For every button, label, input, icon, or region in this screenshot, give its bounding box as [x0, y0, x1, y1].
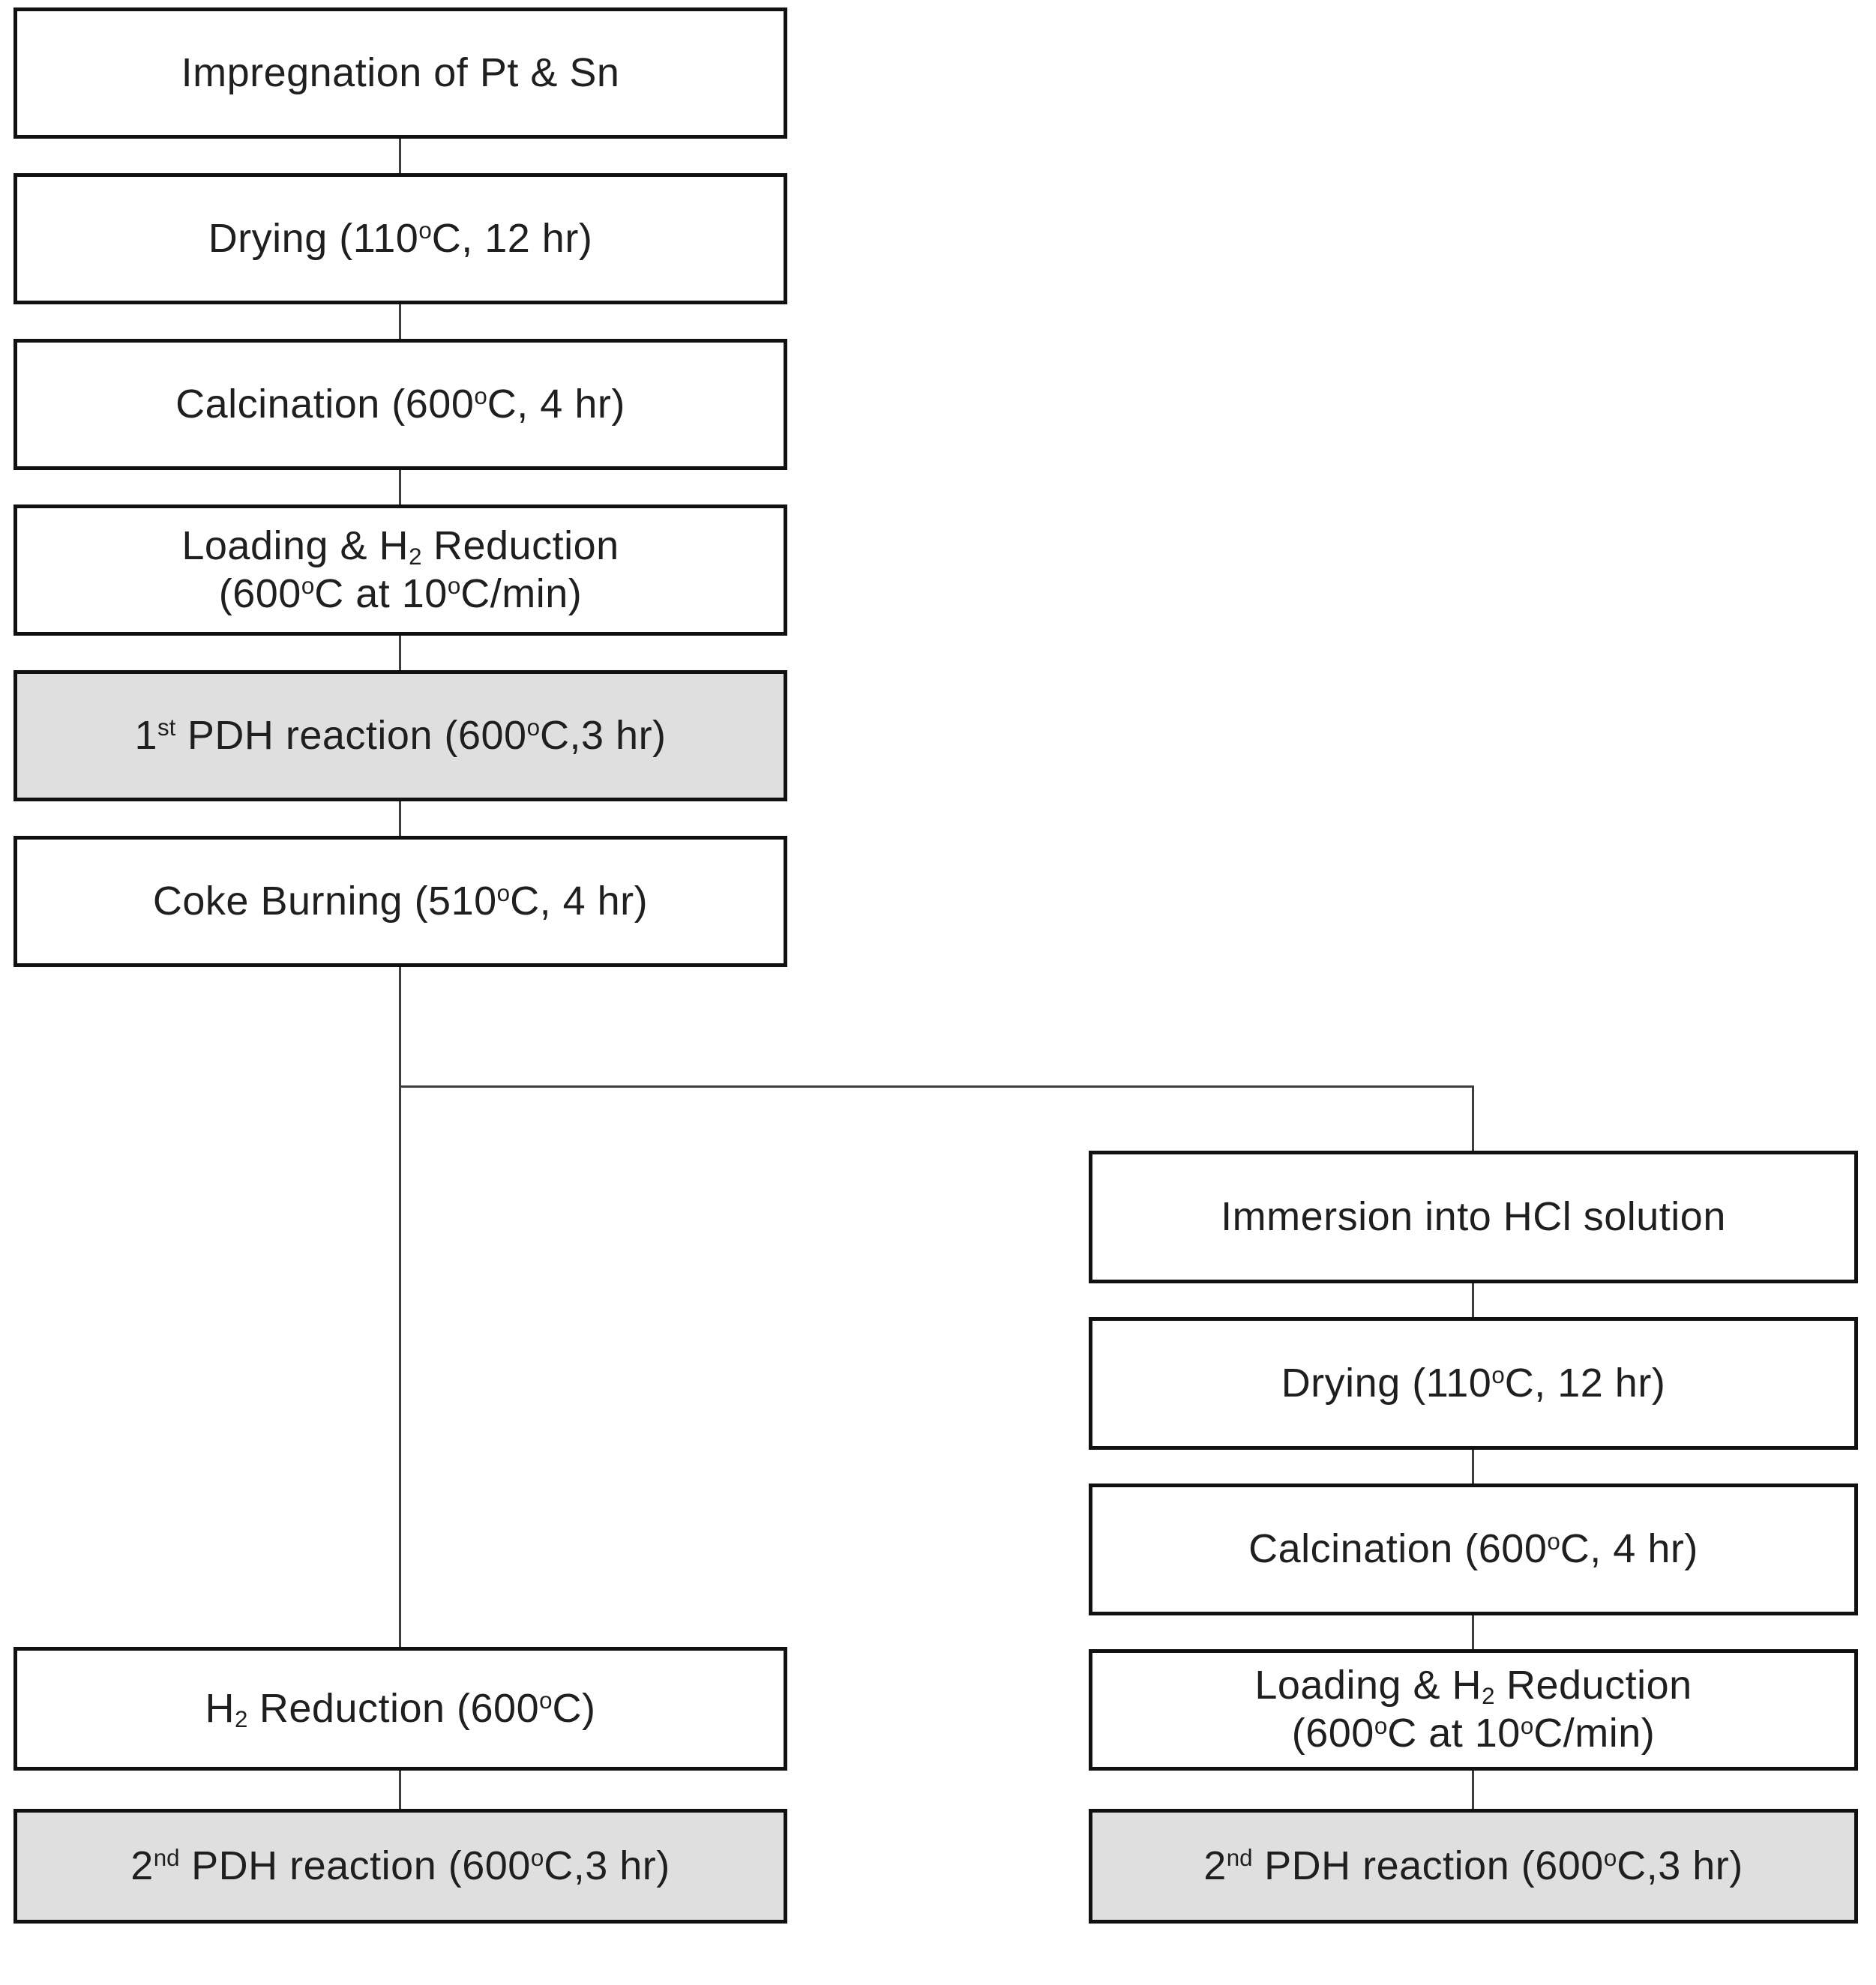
flow-box-label: Calcination (600oC, 4 hr): [175, 381, 625, 427]
connector-vertical: [399, 304, 401, 339]
flow-box-label: Loading & H2 Reduction(600oC at 10oC/min…: [1254, 1663, 1692, 1756]
flow-box-label: 2nd PDH reaction (600oC,3 hr): [130, 1843, 670, 1888]
flow-box-label: Coke Burning (510oC, 4 hr): [152, 878, 649, 924]
flow-box-label: H2 Reduction (600oC): [205, 1685, 596, 1732]
flow-box-impregnation: Impregnation of Pt & Sn: [13, 7, 787, 139]
flow-box-label: 2nd PDH reaction (600oC,3 hr): [1203, 1843, 1743, 1888]
flow-box-coke-burning: Coke Burning (510oC, 4 hr): [13, 836, 787, 967]
flow-box-label: Impregnation of Pt & Sn: [181, 49, 620, 95]
flow-box-loading-reduction-2: Loading & H2 Reduction(600oC at 10oC/min…: [1089, 1649, 1858, 1771]
flow-box-label: 1st PDH reaction (600oC,3 hr): [134, 712, 667, 758]
flow-box-drying-1: Drying (110oC, 12 hr): [13, 173, 787, 304]
connector-vertical: [1472, 1450, 1474, 1484]
flow-box-loading-reduction-1: Loading & H2 Reduction(600oC at 10oC/min…: [13, 504, 787, 636]
flow-box-label: Drying (110oC, 12 hr): [1281, 1360, 1666, 1406]
flow-box-calcination-1: Calcination (600oC, 4 hr): [13, 339, 787, 470]
connector-vertical: [399, 1771, 401, 1809]
flow-box-pdh-reaction-2-left: 2nd PDH reaction (600oC,3 hr): [13, 1809, 787, 1924]
flow-box-immersion: Immersion into HCl solution: [1089, 1151, 1858, 1283]
flow-box-pdh-reaction-2-right: 2nd PDH reaction (600oC,3 hr): [1089, 1809, 1858, 1924]
connector-vertical: [399, 636, 401, 670]
flow-box-h2-reduction: H2 Reduction (600oC): [13, 1647, 787, 1771]
flow-box-label: Drying (110oC, 12 hr): [208, 215, 593, 261]
connector-vertical: [1472, 1615, 1474, 1649]
connector-vertical: [1472, 1771, 1474, 1809]
connector-vertical-long: [399, 967, 401, 1647]
connector-vertical: [399, 139, 401, 173]
flow-box-pdh-reaction-1: 1st PDH reaction (600oC,3 hr): [13, 670, 787, 801]
connector-vertical: [399, 470, 401, 504]
flow-box-drying-2: Drying (110oC, 12 hr): [1089, 1317, 1858, 1450]
connector-branch-drop: [1472, 1085, 1474, 1151]
connector-vertical: [1472, 1283, 1474, 1317]
flow-box-label: Calcination (600oC, 4 hr): [1248, 1526, 1698, 1572]
flow-box-calcination-2: Calcination (600oC, 4 hr): [1089, 1484, 1858, 1615]
flow-box-label: Immersion into HCl solution: [1221, 1193, 1726, 1239]
flow-box-label: Loading & H2 Reduction(600oC at 10oC/min…: [181, 522, 619, 616]
connector-vertical: [399, 801, 401, 836]
connector-branch-horizontal: [400, 1085, 1473, 1088]
